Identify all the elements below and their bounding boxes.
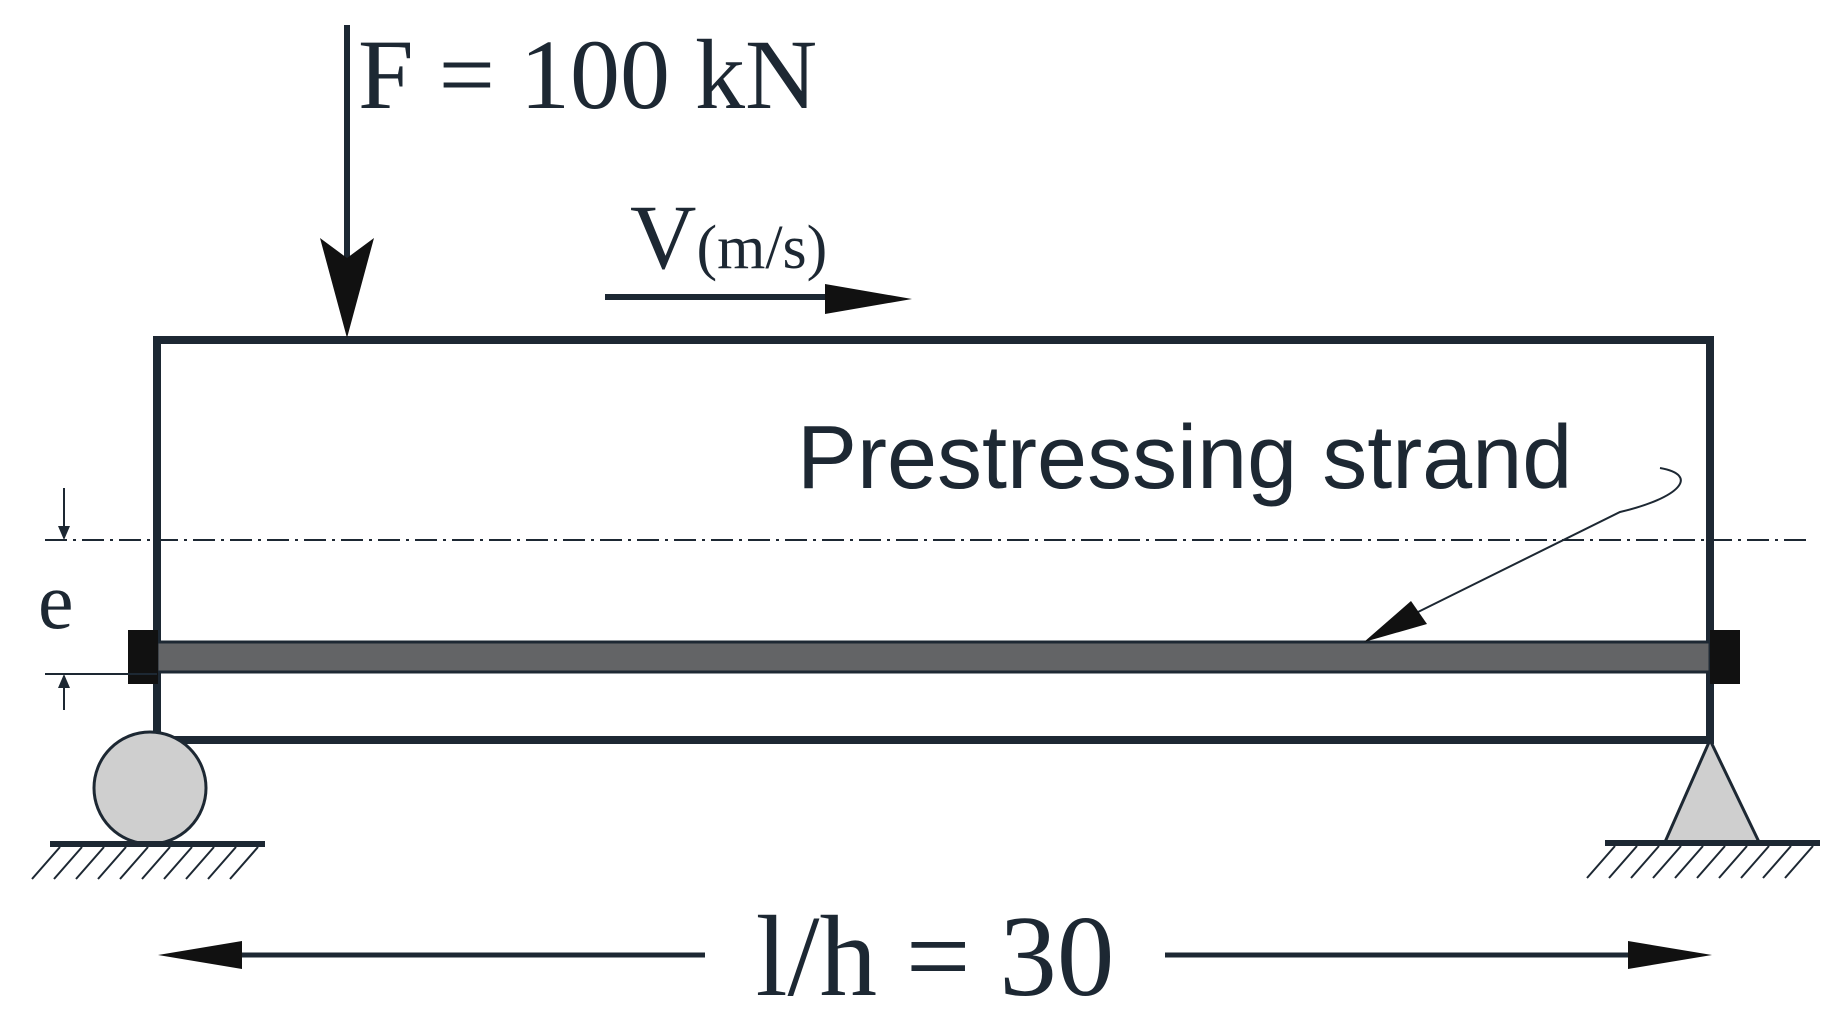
pin-support bbox=[1586, 736, 1820, 879]
strand-leader-arrowhead bbox=[1364, 601, 1427, 642]
force-arrow bbox=[320, 25, 374, 338]
prestressing-strand bbox=[155, 640, 1712, 674]
right-anchor bbox=[1710, 630, 1740, 684]
velocity-symbol: V bbox=[630, 186, 696, 288]
left-anchor bbox=[128, 630, 158, 684]
eccentricity-dimension bbox=[45, 488, 157, 710]
roller-support bbox=[31, 730, 265, 880]
strand-leader-line bbox=[1417, 467, 1682, 613]
velocity-unit: (m/s) bbox=[696, 214, 827, 282]
span-dimension-arrow bbox=[158, 941, 1712, 969]
force-label: F = 100 kN bbox=[358, 19, 817, 130]
velocity-arrow bbox=[605, 284, 912, 314]
strand-label: Prestressing strand bbox=[797, 408, 1572, 508]
eccentricity-label: e bbox=[38, 558, 74, 646]
velocity-label: V(m/s) bbox=[630, 186, 827, 288]
span-ratio-label: l/h = 30 bbox=[756, 893, 1115, 1019]
